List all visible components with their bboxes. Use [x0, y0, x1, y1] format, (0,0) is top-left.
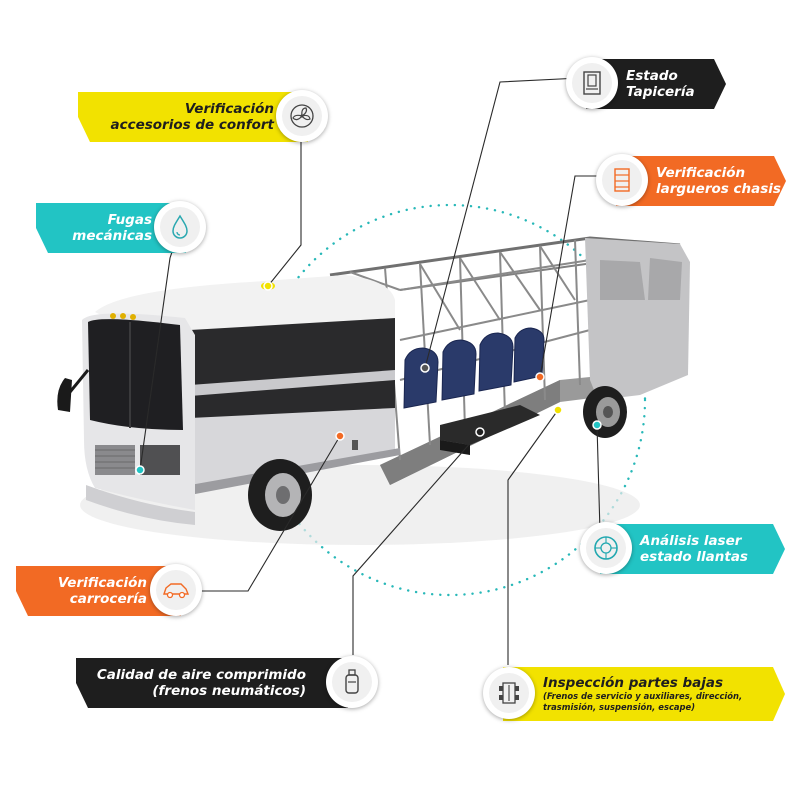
bus-body-front [57, 275, 400, 531]
callout-line1: Calidad de aire comprimido [96, 667, 306, 683]
callout-line1: Verificación [656, 165, 746, 181]
chassis-icon [614, 168, 630, 192]
bus-frame-section [329, 236, 690, 485]
callout-line2: (frenos neumáticos) [152, 683, 306, 699]
callout-line2: (Frenos de servicio y auxiliares, direcc… [543, 691, 743, 701]
marker-dots [135, 281, 602, 475]
callout-line2: estado llantas [640, 549, 748, 565]
callout-line2: carrocería [69, 591, 147, 607]
seat-icon [583, 71, 601, 95]
callout-verificacion-confort: Verificación accesorios de confort [78, 90, 328, 142]
oil-drop-icon [172, 214, 188, 239]
callout-line3: trasmisión, suspensión, escape) [543, 702, 696, 712]
callout-line2: Tapicería [626, 84, 695, 100]
air-tank-icon [345, 669, 359, 694]
callout-line1: Fugas [107, 212, 152, 228]
callout-verificacion-carroceria: Verificación carrocería [16, 564, 206, 616]
callout-line2: mecánicas [72, 228, 152, 244]
callout-fugas-mecanicas: Fugas mecánicas [36, 201, 206, 253]
callout-estado-tapiceria: Estado Tapicería [566, 57, 726, 109]
callout-calidad-aire: Calidad de aire comprimido (frenos neumá… [76, 656, 378, 708]
callout-analisis-llantas: Análisis laser estado llantas [580, 522, 785, 574]
undercarriage-icon [499, 682, 519, 704]
callout-line1: Verificación [184, 101, 274, 117]
fan-icon [290, 104, 314, 128]
callout-line1: Estado [626, 68, 678, 84]
tire-icon [594, 536, 618, 560]
callout-line2: accesorios de confort [110, 117, 274, 133]
leader-lines [139, 77, 601, 665]
car-body-icon [163, 583, 190, 599]
callout-line2: largueros chasis [656, 181, 781, 197]
callout-verificacion-largueros: Verificación largueros chasis [596, 154, 786, 206]
callout-line1: Análisis laser [640, 533, 742, 549]
callout-inspeccion-partes-bajas: Inspección partes bajas (Frenos de servi… [483, 667, 785, 721]
callout-line1: Inspección partes bajas [543, 675, 724, 691]
dotted-circle [253, 203, 647, 597]
callout-line1: Verificación [57, 575, 147, 591]
